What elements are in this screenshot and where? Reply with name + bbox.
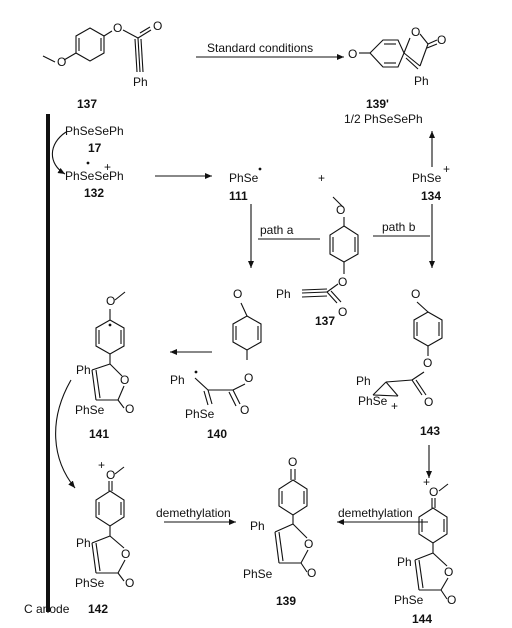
svg-text:Ph: Ph [76,536,91,550]
svg-text:PhSe: PhSe [185,407,215,421]
svg-text:O: O [125,576,134,590]
demethylation-right-label: demethylation [338,506,413,520]
svg-text:+: + [423,475,430,489]
demethylation-left-label: demethylation [156,506,231,520]
anode-label: C anode [24,602,70,616]
ester-o: O [113,21,122,35]
svg-text:Ph: Ph [276,287,291,301]
diselenide-label: PhSeSePh [65,124,124,138]
svg-text:O: O [288,455,297,469]
conditions-label: Standard conditions [207,41,313,55]
svg-text:O: O [411,287,420,301]
svg-text:Ph: Ph [397,555,412,569]
svg-text:O: O [304,537,313,551]
compound-number-143: 143 [420,424,440,438]
svg-text:PhSe: PhSe [75,576,105,590]
compound-139prime: O O O Ph [348,25,446,88]
compound-number-142: 142 [88,602,108,616]
svg-text:O: O [447,593,456,607]
svg-text:O: O [244,371,253,385]
svg-text:Ph: Ph [76,363,91,377]
svg-text:O: O [423,356,432,370]
svg-text:PhSe: PhSe [358,394,388,408]
svg-text:O: O [336,203,345,217]
compound-137-center: O O O Ph [276,196,359,319]
cation-plus: + [104,160,111,174]
methoxy-o: O [57,55,66,69]
compound-number-139prime: 139' [366,97,389,111]
svg-text:Ph: Ph [356,374,371,388]
compound-number-111: 111 [229,189,248,203]
cation-plus: + [443,162,450,176]
svg-text:PhSe: PhSe [394,593,424,607]
phenyl-label: Ph [133,75,148,89]
compound-number-144: 144 [412,612,432,626]
compound-number-134: 134 [421,189,441,203]
compound-144: + O O O Ph PhSe [394,475,456,607]
compound-number-140: 140 [207,427,227,441]
path-a-label: path a [260,223,294,237]
compound-140: O O O Ph PhSe [170,287,262,421]
byproduct-label: 1/2 PhSeSePh [344,112,423,126]
radical-dot [86,161,90,165]
svg-text:O: O [424,395,433,409]
compound-141: O O O Ph PhSe [75,291,134,417]
compound-139: O O O Ph PhSe [243,455,316,581]
plus-sign: + [318,171,325,185]
svg-text:Ph: Ph [414,74,429,88]
compound-number-139: 139 [276,594,296,608]
svg-text:O: O [106,468,115,482]
carbonyl-o: O [153,19,162,33]
svg-text:O: O [125,402,134,416]
svg-text:O: O [106,294,115,308]
svg-text:O: O [429,485,438,499]
svg-text:O: O [338,275,347,289]
svg-text:O: O [121,547,130,561]
radical-cation-label: PhSeSePh [65,169,124,183]
compound-number-137-center: 137 [315,314,335,328]
svg-text:PhSe: PhSe [243,567,273,581]
compound-number-137-top: 137 [77,97,97,111]
radical-dot [258,167,262,171]
compound-142: + O O O Ph PhSe [75,458,134,590]
svg-text:O: O [338,305,347,319]
compound-143: O O O Ph PhSe + [356,287,443,413]
oxidation-arrow [51,131,67,175]
svg-text:O: O [437,33,446,47]
oxidation-arrow-141 [55,379,76,489]
compound-number-141: 141 [89,427,109,441]
phse-radical-label: PhSe [229,171,259,185]
svg-text:O: O [348,47,357,61]
svg-text:O: O [307,566,316,580]
phse-cation-label: PhSe [412,171,442,185]
svg-text:O: O [120,373,129,387]
svg-text:O: O [233,287,242,301]
svg-text:PhSe: PhSe [75,403,105,417]
svg-text:+: + [98,458,105,472]
svg-text:O: O [240,403,249,417]
compound-number-17: 17 [88,141,102,155]
svg-text:Ph: Ph [170,373,185,387]
path-b-label: path b [382,220,416,234]
svg-text:O: O [444,565,453,579]
svg-text:O: O [411,25,420,39]
svg-text:Ph: Ph [250,519,265,533]
svg-text:+: + [391,399,398,413]
compound-number-132: 132 [84,186,104,200]
compound-137-top: O O O Ph [42,19,162,89]
